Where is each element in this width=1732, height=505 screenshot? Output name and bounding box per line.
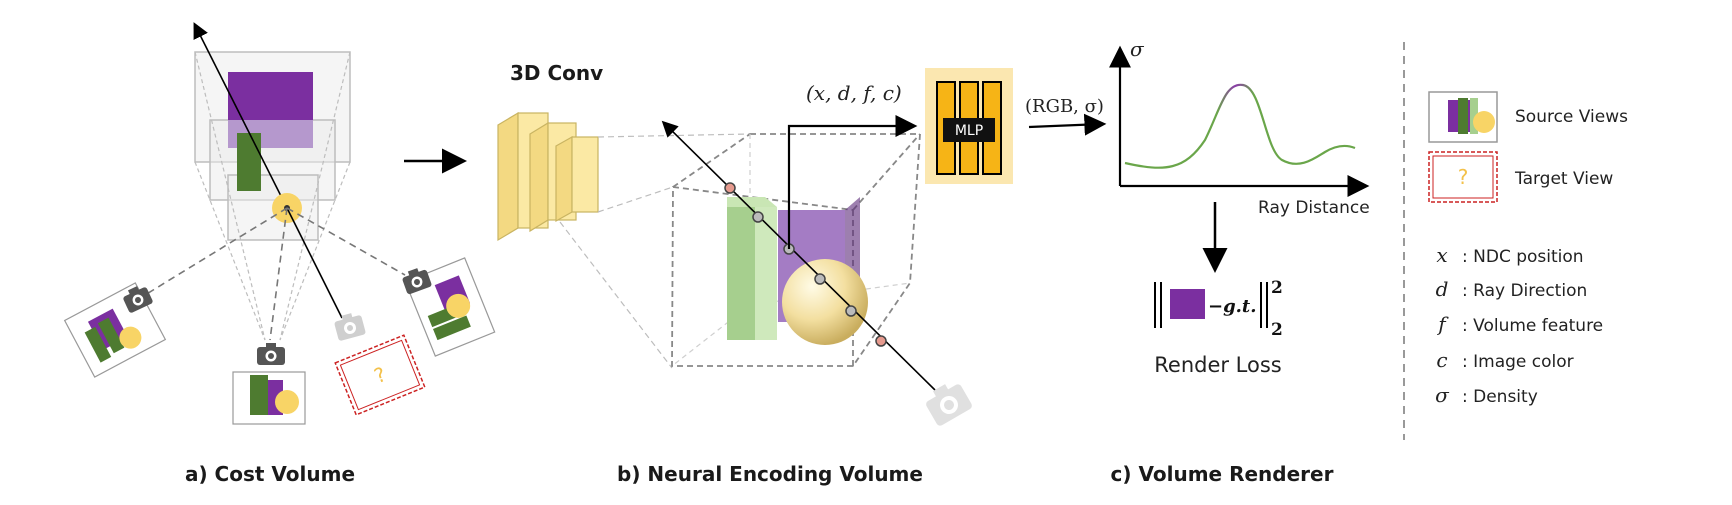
conv-label: 3D Conv: [510, 61, 603, 85]
mlp-label-box: [943, 118, 995, 142]
legend-text-f: : Volume feature: [1462, 316, 1603, 336]
volume-renderer-panel: (RGB, σ) σ Ray Distance −g.t. 2 2 Render…: [1025, 37, 1370, 486]
mlp-label: MLP: [955, 123, 983, 139]
plot-x-label: Ray Distance: [1258, 198, 1370, 218]
density-curve: [1124, 83, 1356, 169]
legend-symbol-c: c: [1436, 348, 1447, 372]
conv-projection-lines: [559, 133, 751, 369]
legend-text-sigma: : Density: [1462, 387, 1538, 407]
legend-text-x: : NDC position: [1462, 247, 1584, 267]
ray-sample-points: [724, 182, 887, 347]
encoding-ray: [661, 120, 936, 391]
legend-symbol-f: f: [1436, 312, 1449, 336]
legend-target-view-label: Target View: [1514, 169, 1613, 189]
camera-left-icon: [123, 286, 153, 313]
camera-target-icon: [334, 313, 366, 341]
green-pillar-front: [727, 207, 755, 340]
loss-subscript: 2: [1271, 320, 1283, 340]
legend-target-question-mark: ?: [1458, 165, 1469, 189]
legend-source-views-label: Source Views: [1515, 107, 1628, 127]
legend-source-views-icon: [1428, 91, 1498, 143]
camera-dashed-rays: [144, 207, 406, 341]
target-view-card: ?: [334, 334, 426, 416]
legend-symbol-d: d: [1436, 277, 1449, 301]
target-ray: [286, 207, 343, 319]
source-view-bottom: [232, 371, 306, 425]
sphere-object: [782, 259, 868, 345]
legend-panel: Source Views ? Target View x : NDC posit…: [1403, 42, 1628, 440]
caption-volume-renderer: c) Volume Renderer: [1111, 462, 1334, 486]
green-object: [237, 133, 261, 191]
frustum-dashed-lines: [194, 51, 351, 341]
mlp-to-plot-arrow: [1028, 113, 1107, 136]
legend-text-c: : Image color: [1462, 352, 1574, 372]
neural-encoding-panel: 3D Conv: [497, 61, 1013, 486]
legend-symbol-list: x : NDC position d : Ray Direction f : V…: [1435, 243, 1603, 407]
source-ray-arrow: [193, 22, 288, 209]
legend-symbol-sigma: σ: [1435, 383, 1450, 407]
caption-cost-volume: a) Cost Volume: [185, 462, 355, 486]
green-pillar-top: [727, 197, 777, 207]
camera-bottom-icon: [257, 343, 285, 365]
legend-text-d: : Ray Direction: [1462, 281, 1587, 301]
rendered-color-swatch: [1170, 289, 1205, 319]
legend-target-view-icon: ?: [1428, 151, 1498, 203]
cost-volume-panel: ? a) Cost Volume: [63, 22, 496, 486]
mlp-input-label: (x, d, f, c): [806, 81, 902, 105]
green-pillar-side: [755, 207, 777, 340]
camera-right-icon: [402, 268, 432, 295]
caption-neural-encoding: b) Neural Encoding Volume: [617, 462, 923, 486]
legend-symbol-x: x: [1436, 243, 1447, 267]
camera-novel-view-icon: [926, 384, 972, 426]
conv-3d-layers: [497, 111, 599, 242]
feature-to-mlp-arrow: [787, 115, 918, 249]
mlp-output-label: (RGB, σ): [1025, 96, 1104, 117]
loss-superscript: 2: [1271, 278, 1283, 298]
render-loss-label: Render Loss: [1154, 353, 1282, 377]
plot-sigma-label: σ: [1130, 37, 1145, 61]
loss-gt-label: −g.t.: [1208, 296, 1257, 317]
render-loss-formula: −g.t. 2 2: [1154, 278, 1283, 340]
